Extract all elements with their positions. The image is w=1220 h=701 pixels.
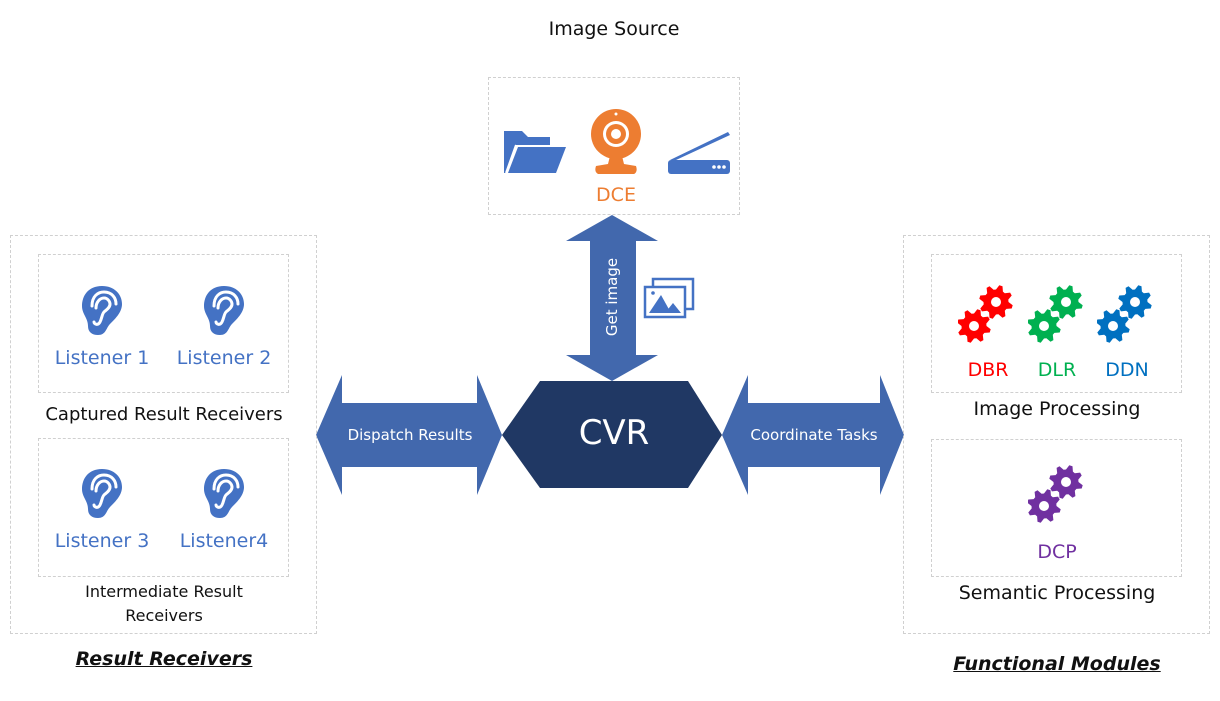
dispatch-results-label: Dispatch Results (347, 426, 473, 444)
dce-label: DCE (596, 184, 636, 206)
scanner-icon (668, 132, 730, 174)
dispatch-results-arrow (316, 375, 502, 495)
listener-4-label: Listener4 (179, 530, 269, 552)
cvr-label: CVR (578, 413, 650, 453)
gears-icon-dlr (1028, 285, 1083, 343)
image-processing-label: Image Processing (973, 398, 1141, 420)
dbr-label: DBR (967, 359, 1009, 381)
ddn-label: DDN (1105, 359, 1149, 381)
get-image-label: Get image (603, 257, 621, 337)
listener-3-label: Listener 3 (54, 530, 150, 552)
listener-2-label: Listener 2 (176, 347, 272, 369)
intermediate-result-receivers-box (38, 438, 289, 577)
dcp-label: DCP (1037, 541, 1077, 563)
ear-icon (82, 286, 122, 335)
intermediate-result-receivers-label-line2: Receivers (125, 606, 203, 625)
image-source-title: Image Source (548, 18, 680, 40)
captured-result-receivers-label: Captured Result Receivers (45, 404, 283, 425)
coordinate-tasks-arrow (722, 375, 904, 495)
gears-icon-ddn (1097, 285, 1152, 343)
ear-icon (204, 286, 244, 335)
dlr-label: DLR (1037, 359, 1077, 381)
captured-result-receivers-box (38, 254, 289, 393)
coordinate-tasks-label: Coordinate Tasks (750, 426, 878, 444)
result-receivers-title: Result Receivers (75, 648, 253, 670)
pictures-icon (643, 277, 695, 319)
cvr-hexagon (502, 381, 722, 488)
gears-icon-dbr (958, 285, 1013, 343)
get-image-arrow (566, 215, 658, 381)
ear-icon (82, 469, 122, 518)
image-source-box (488, 77, 740, 215)
functional-modules-title: Functional Modules (953, 653, 1161, 675)
folder-icon (504, 131, 566, 174)
ear-icon (204, 469, 244, 518)
functional-modules-box (903, 235, 1210, 634)
webcam-icon (591, 109, 641, 174)
image-processing-box (931, 254, 1182, 393)
semantic-processing-label: Semantic Processing (958, 582, 1156, 604)
intermediate-result-receivers-label-line1: Intermediate Result (85, 582, 243, 601)
result-receivers-box (10, 235, 317, 634)
semantic-processing-box (931, 439, 1182, 577)
gears-icon-dcp (1028, 465, 1083, 523)
listener-1-label: Listener 1 (54, 347, 150, 369)
